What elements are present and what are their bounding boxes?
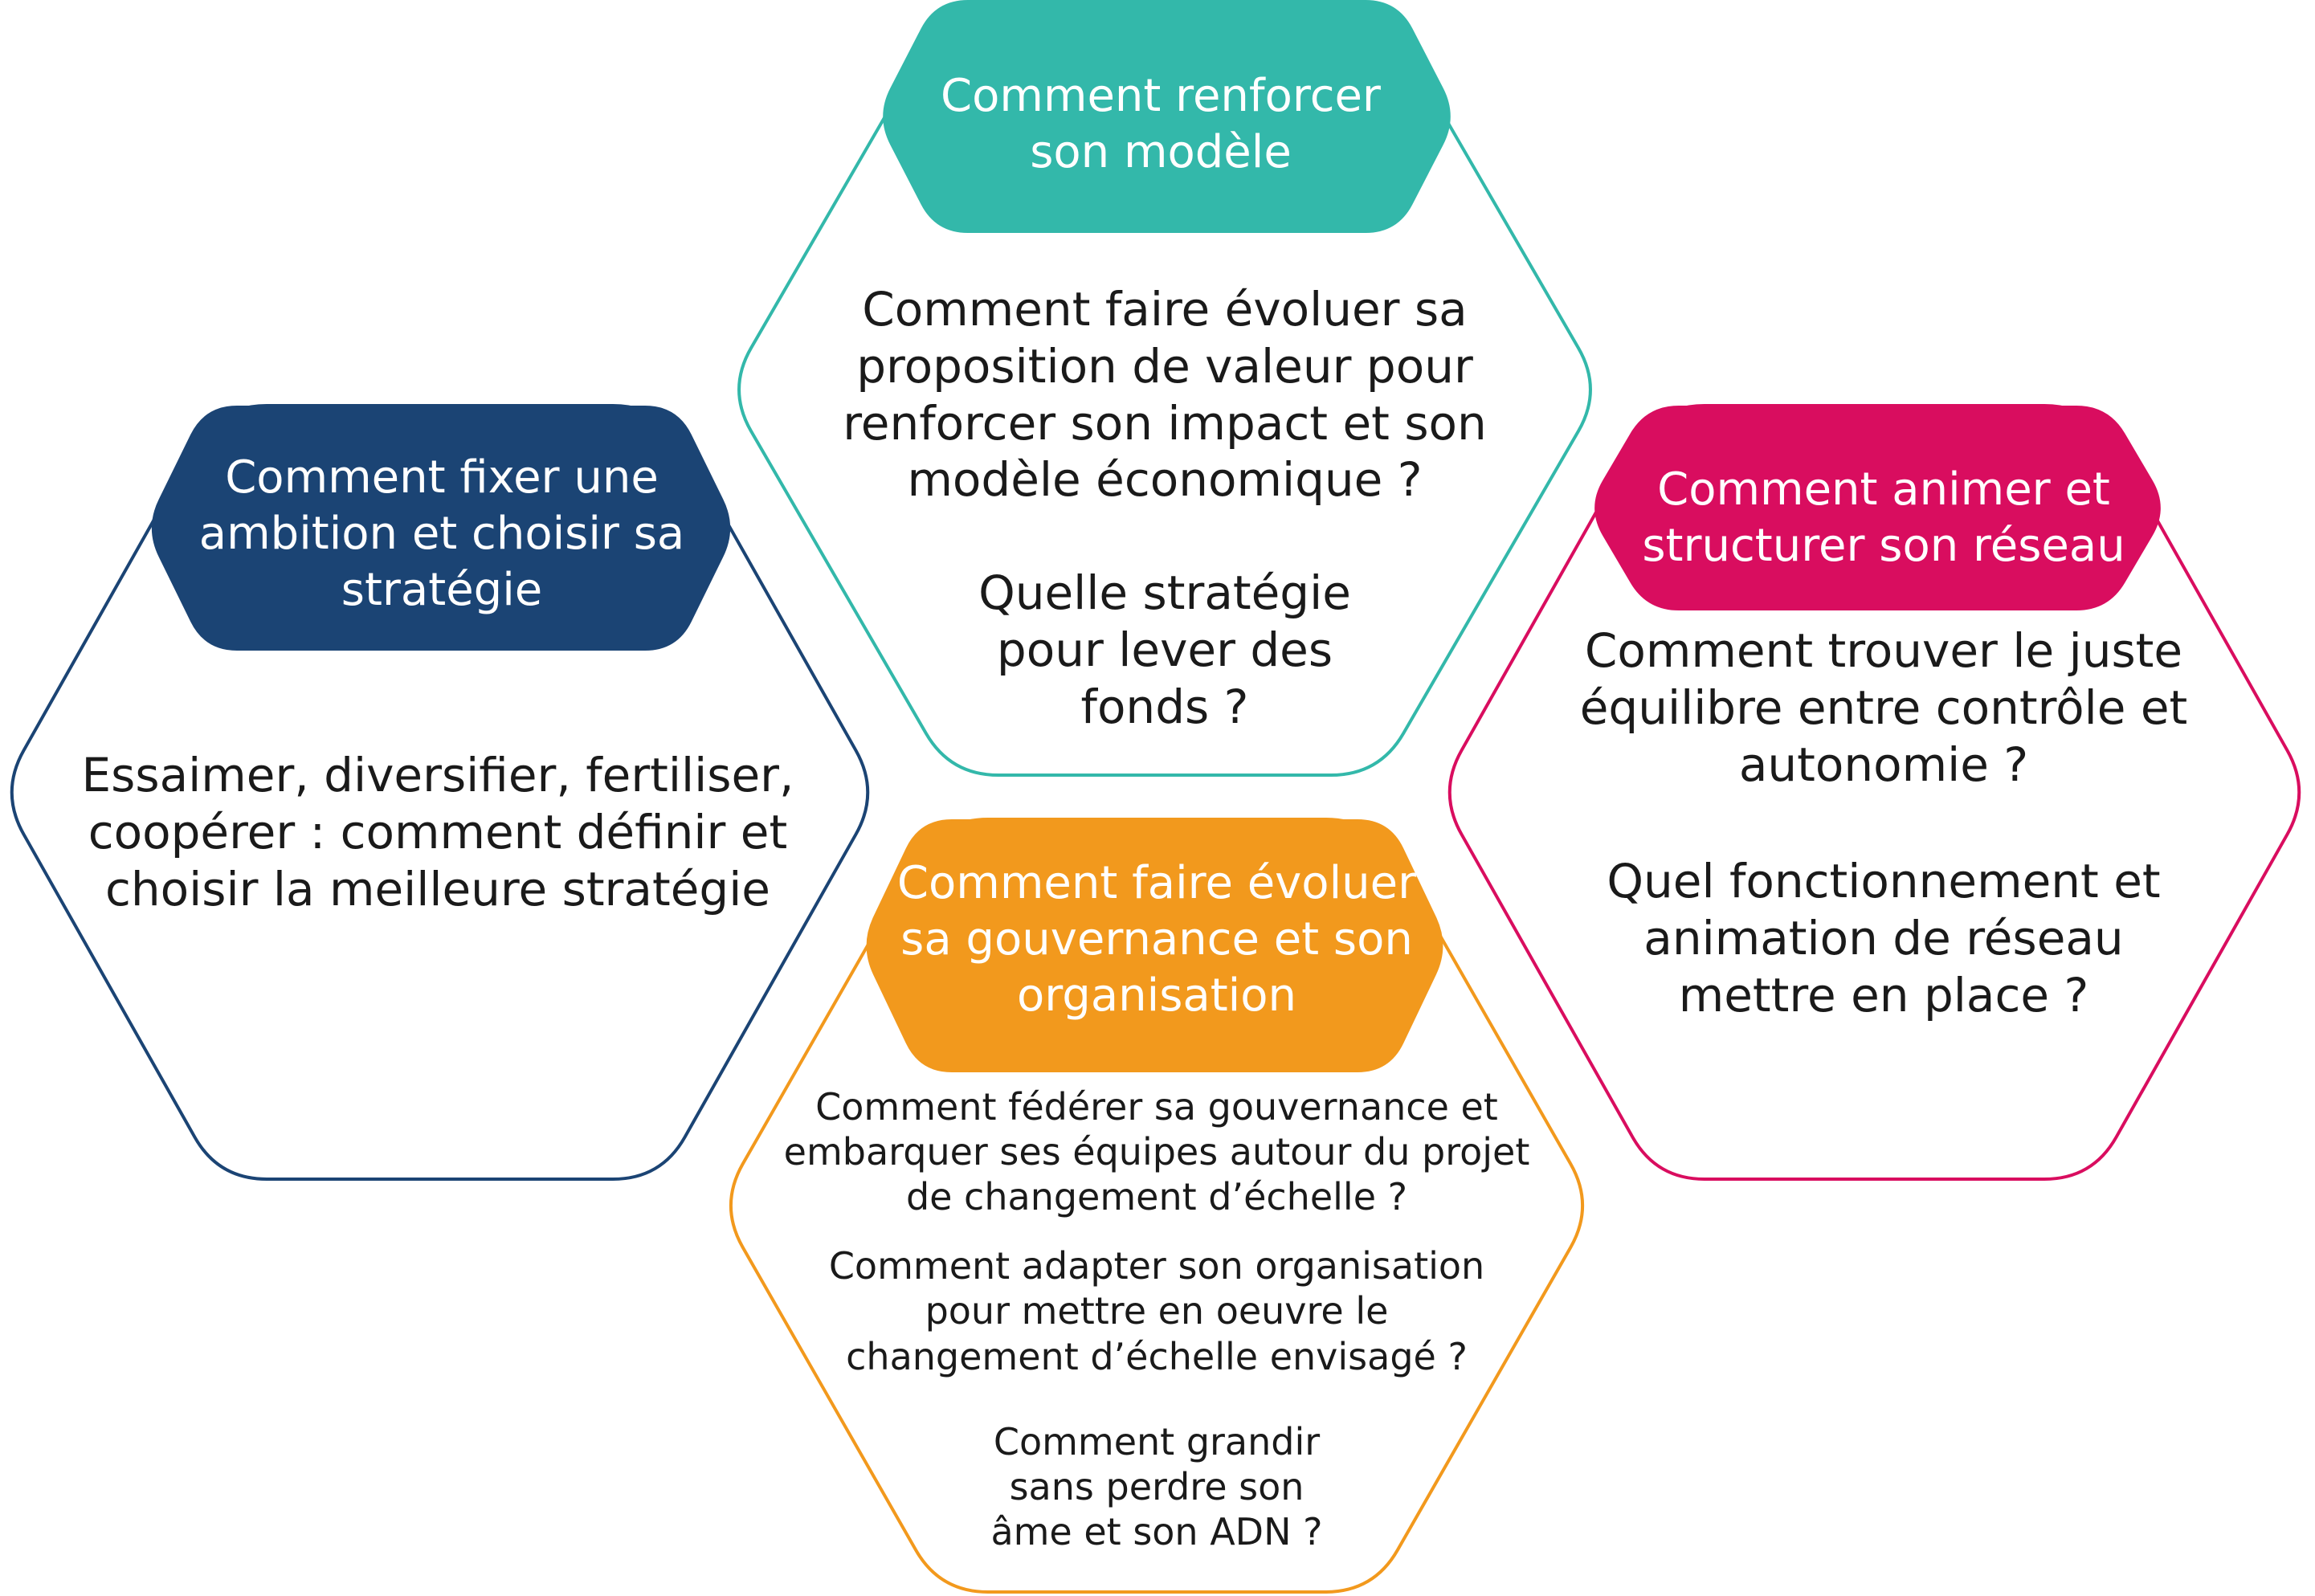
reseau-title: Comment animer et structurer son réseau <box>1642 463 2125 572</box>
gouvernance-header-banner <box>866 819 1443 1072</box>
strategie-title: Comment fixer une ambition et choisir sa… <box>198 451 685 616</box>
gouvernance-questions: Comment fédérer sa gouvernance et embarq… <box>771 1084 1542 1554</box>
strategie-question-1: Essaimer, diversifier, fertiliser, coopé… <box>81 748 794 916</box>
gouvernance-question-3: Comment grandir sans perdre son âme et s… <box>990 1419 1323 1553</box>
modele-title: Comment renforcer son modèle <box>941 70 1381 178</box>
gouvernance-title: Comment faire évoluer sa gouvernance et … <box>896 857 1417 1022</box>
reseau-header-banner <box>1594 406 2161 610</box>
strategie-questions: Essaimer, diversifier, fertiliser, coopé… <box>72 747 803 917</box>
modele-question-2: Quelle stratégie pour lever des fonds ? <box>978 565 1351 734</box>
modele-question-1: Comment faire évoluer sa proposition de … <box>843 282 1487 508</box>
strategie-header-banner <box>151 406 731 651</box>
gouvernance-question-2: Comment adapter son organisation pour me… <box>828 1244 1485 1378</box>
reseau-question-1: Comment trouver le juste équilibre entre… <box>1579 623 2188 792</box>
reseau-question-2: Quel fonctionnement et animation de rése… <box>1607 854 2161 1023</box>
gouvernance-question-1: Comment fédérer sa gouvernance et embarq… <box>783 1085 1530 1219</box>
reseau-questions: Comment trouver le juste équilibre entre… <box>1566 622 2201 1024</box>
modele-questions: Comment faire évoluer sa proposition de … <box>835 281 1494 735</box>
modele-header-banner <box>883 0 1451 233</box>
